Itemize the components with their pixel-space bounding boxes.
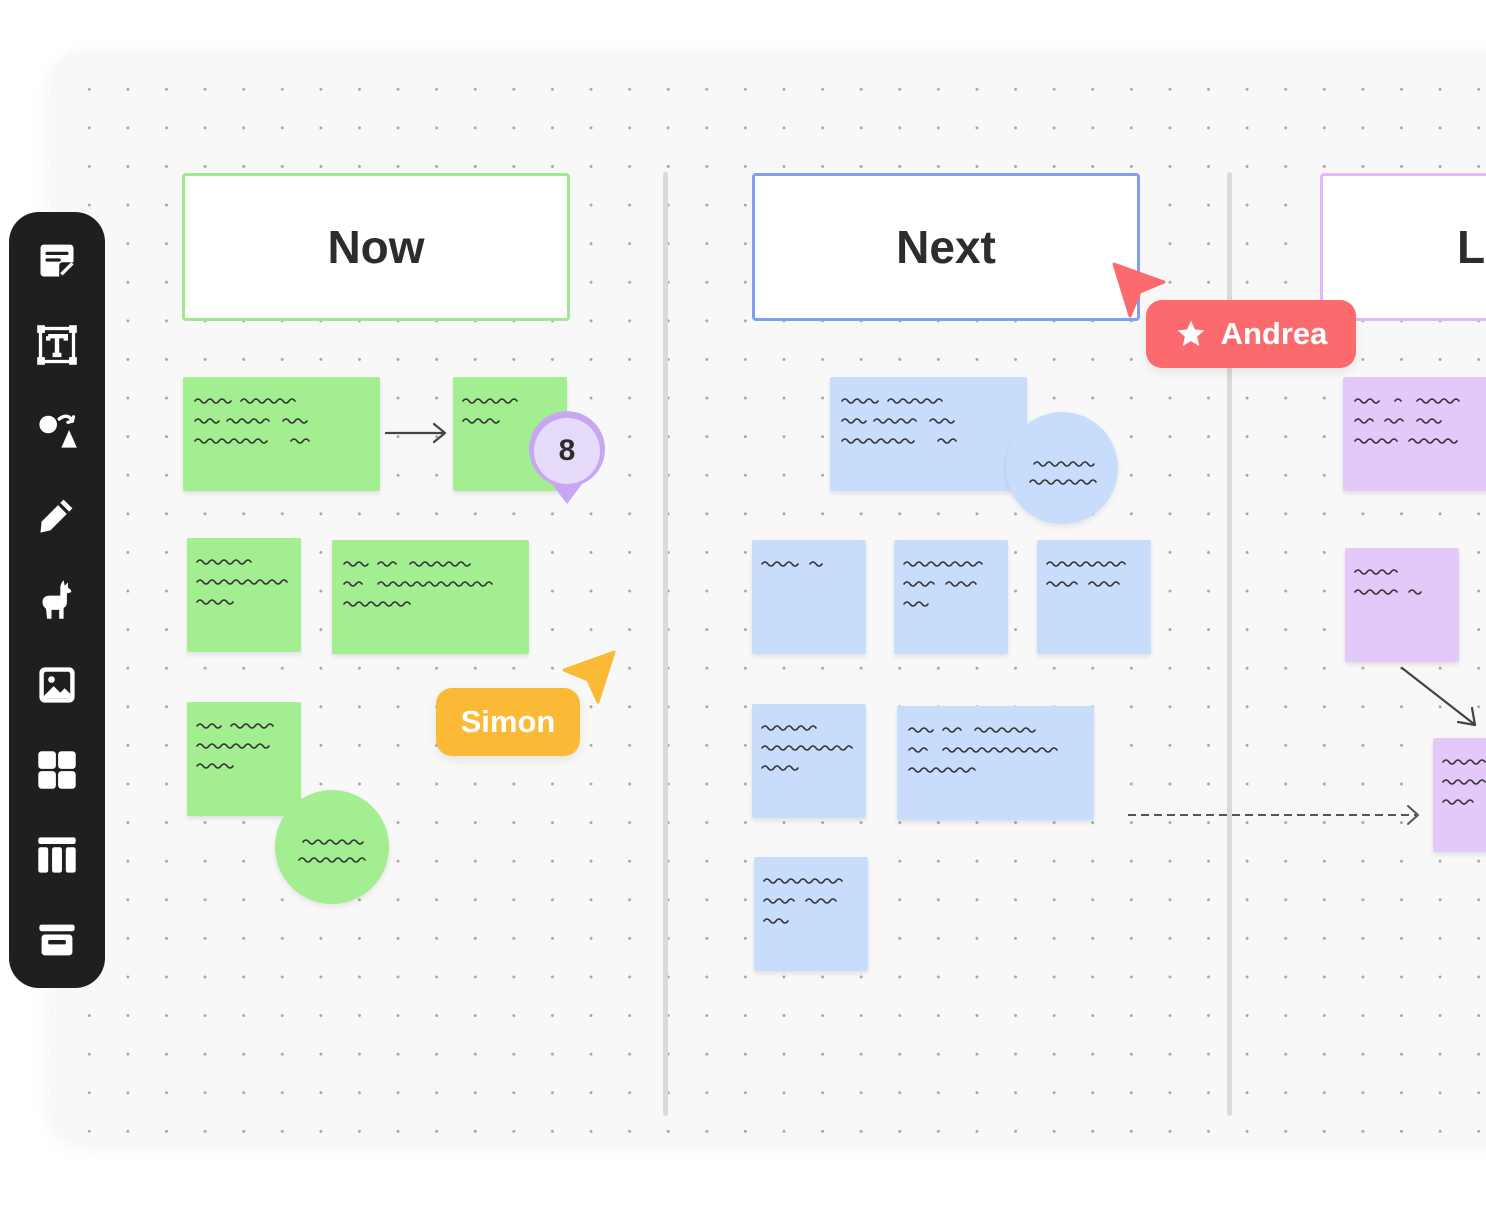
handwriting-scribble [761, 561, 823, 567]
handwriting-scribble [1046, 561, 1126, 587]
sticky-note[interactable] [830, 377, 1027, 491]
handwriting-scribble [908, 727, 1058, 773]
dashed-connector-arrow[interactable] [1126, 800, 1426, 830]
column-header-next[interactable]: Next [752, 173, 1140, 321]
connector-arrow[interactable] [1396, 662, 1486, 732]
handwriting-scribble [1354, 398, 1460, 444]
table-tool[interactable] [31, 829, 83, 881]
handwriting-scribble [1354, 569, 1422, 595]
column-header-now[interactable]: Now [182, 173, 570, 321]
column-title: Next [896, 221, 996, 273]
comment-count-badge[interactable]: 8 [526, 410, 608, 506]
handwriting-scribble [903, 561, 983, 607]
image-tool[interactable] [31, 659, 83, 711]
sticky-note[interactable] [187, 538, 301, 652]
handwriting-scribble [343, 561, 493, 607]
column-title: Now [327, 221, 425, 273]
whiteboard-canvas[interactable]: Now Next La [52, 52, 1486, 1138]
templates-tool[interactable] [31, 744, 83, 796]
cursor-arrow-icon [562, 650, 616, 704]
sticky-note[interactable] [754, 857, 868, 971]
handwriting-scribble [194, 398, 310, 444]
connector-arrow[interactable] [382, 417, 452, 447]
handwriting-scribble [763, 878, 843, 924]
column-header-later[interactable]: La [1320, 173, 1486, 321]
sticky-note[interactable] [1343, 377, 1486, 491]
sticky-note[interactable] [1345, 548, 1459, 662]
handwriting-scribble [196, 723, 274, 769]
handwriting-scribble [196, 559, 288, 605]
cursor-arrow-icon [1112, 262, 1166, 318]
sticky-note[interactable] [752, 704, 866, 818]
collaborator-label-andrea: Andrea [1146, 300, 1356, 368]
collaborator-label-simon: Simon [436, 688, 580, 756]
archive-icon [39, 924, 75, 956]
column-divider [1227, 172, 1232, 1116]
shapes-icon [39, 414, 77, 448]
text-icon [37, 325, 77, 365]
tool-palette [9, 212, 105, 988]
table-icon [38, 837, 76, 873]
sticky-note[interactable] [187, 702, 301, 816]
column-title: La [1457, 221, 1486, 273]
sticky-note-tool[interactable] [31, 234, 83, 286]
comment-bubble[interactable] [275, 790, 389, 904]
handwriting-scribble [1442, 759, 1486, 805]
comment-bubble[interactable] [1006, 412, 1118, 524]
text-tool[interactable] [31, 319, 83, 371]
handwriting-scribble [761, 725, 853, 771]
pencil-icon [40, 499, 73, 533]
collaborator-name: Andrea [1220, 316, 1328, 351]
sticky-note-icon [40, 244, 74, 277]
sticky-note[interactable] [894, 540, 1008, 654]
handwriting-scribble [298, 839, 366, 863]
star-icon [1177, 320, 1204, 346]
image-icon [39, 667, 75, 703]
map-pin-icon [529, 411, 605, 504]
sticky-note[interactable] [1433, 738, 1486, 852]
sticky-note[interactable] [897, 706, 1094, 820]
grid-icon [38, 751, 76, 789]
sticky-note[interactable] [1037, 540, 1151, 654]
llama-tool[interactable] [31, 574, 83, 626]
handwriting-scribble [1029, 461, 1097, 485]
handwriting-scribble [462, 398, 518, 424]
pen-tool[interactable] [31, 489, 83, 541]
column-divider [663, 172, 668, 1116]
collaborator-name: Simon [460, 704, 556, 739]
llama-icon [42, 580, 72, 619]
comment-count: 8 [558, 434, 576, 467]
sticky-note[interactable] [332, 540, 529, 654]
more-tool[interactable] [31, 914, 83, 966]
shapes-tool[interactable] [31, 404, 83, 456]
sticky-note[interactable] [183, 377, 380, 491]
handwriting-scribble [841, 398, 957, 444]
sticky-note[interactable] [752, 540, 866, 654]
